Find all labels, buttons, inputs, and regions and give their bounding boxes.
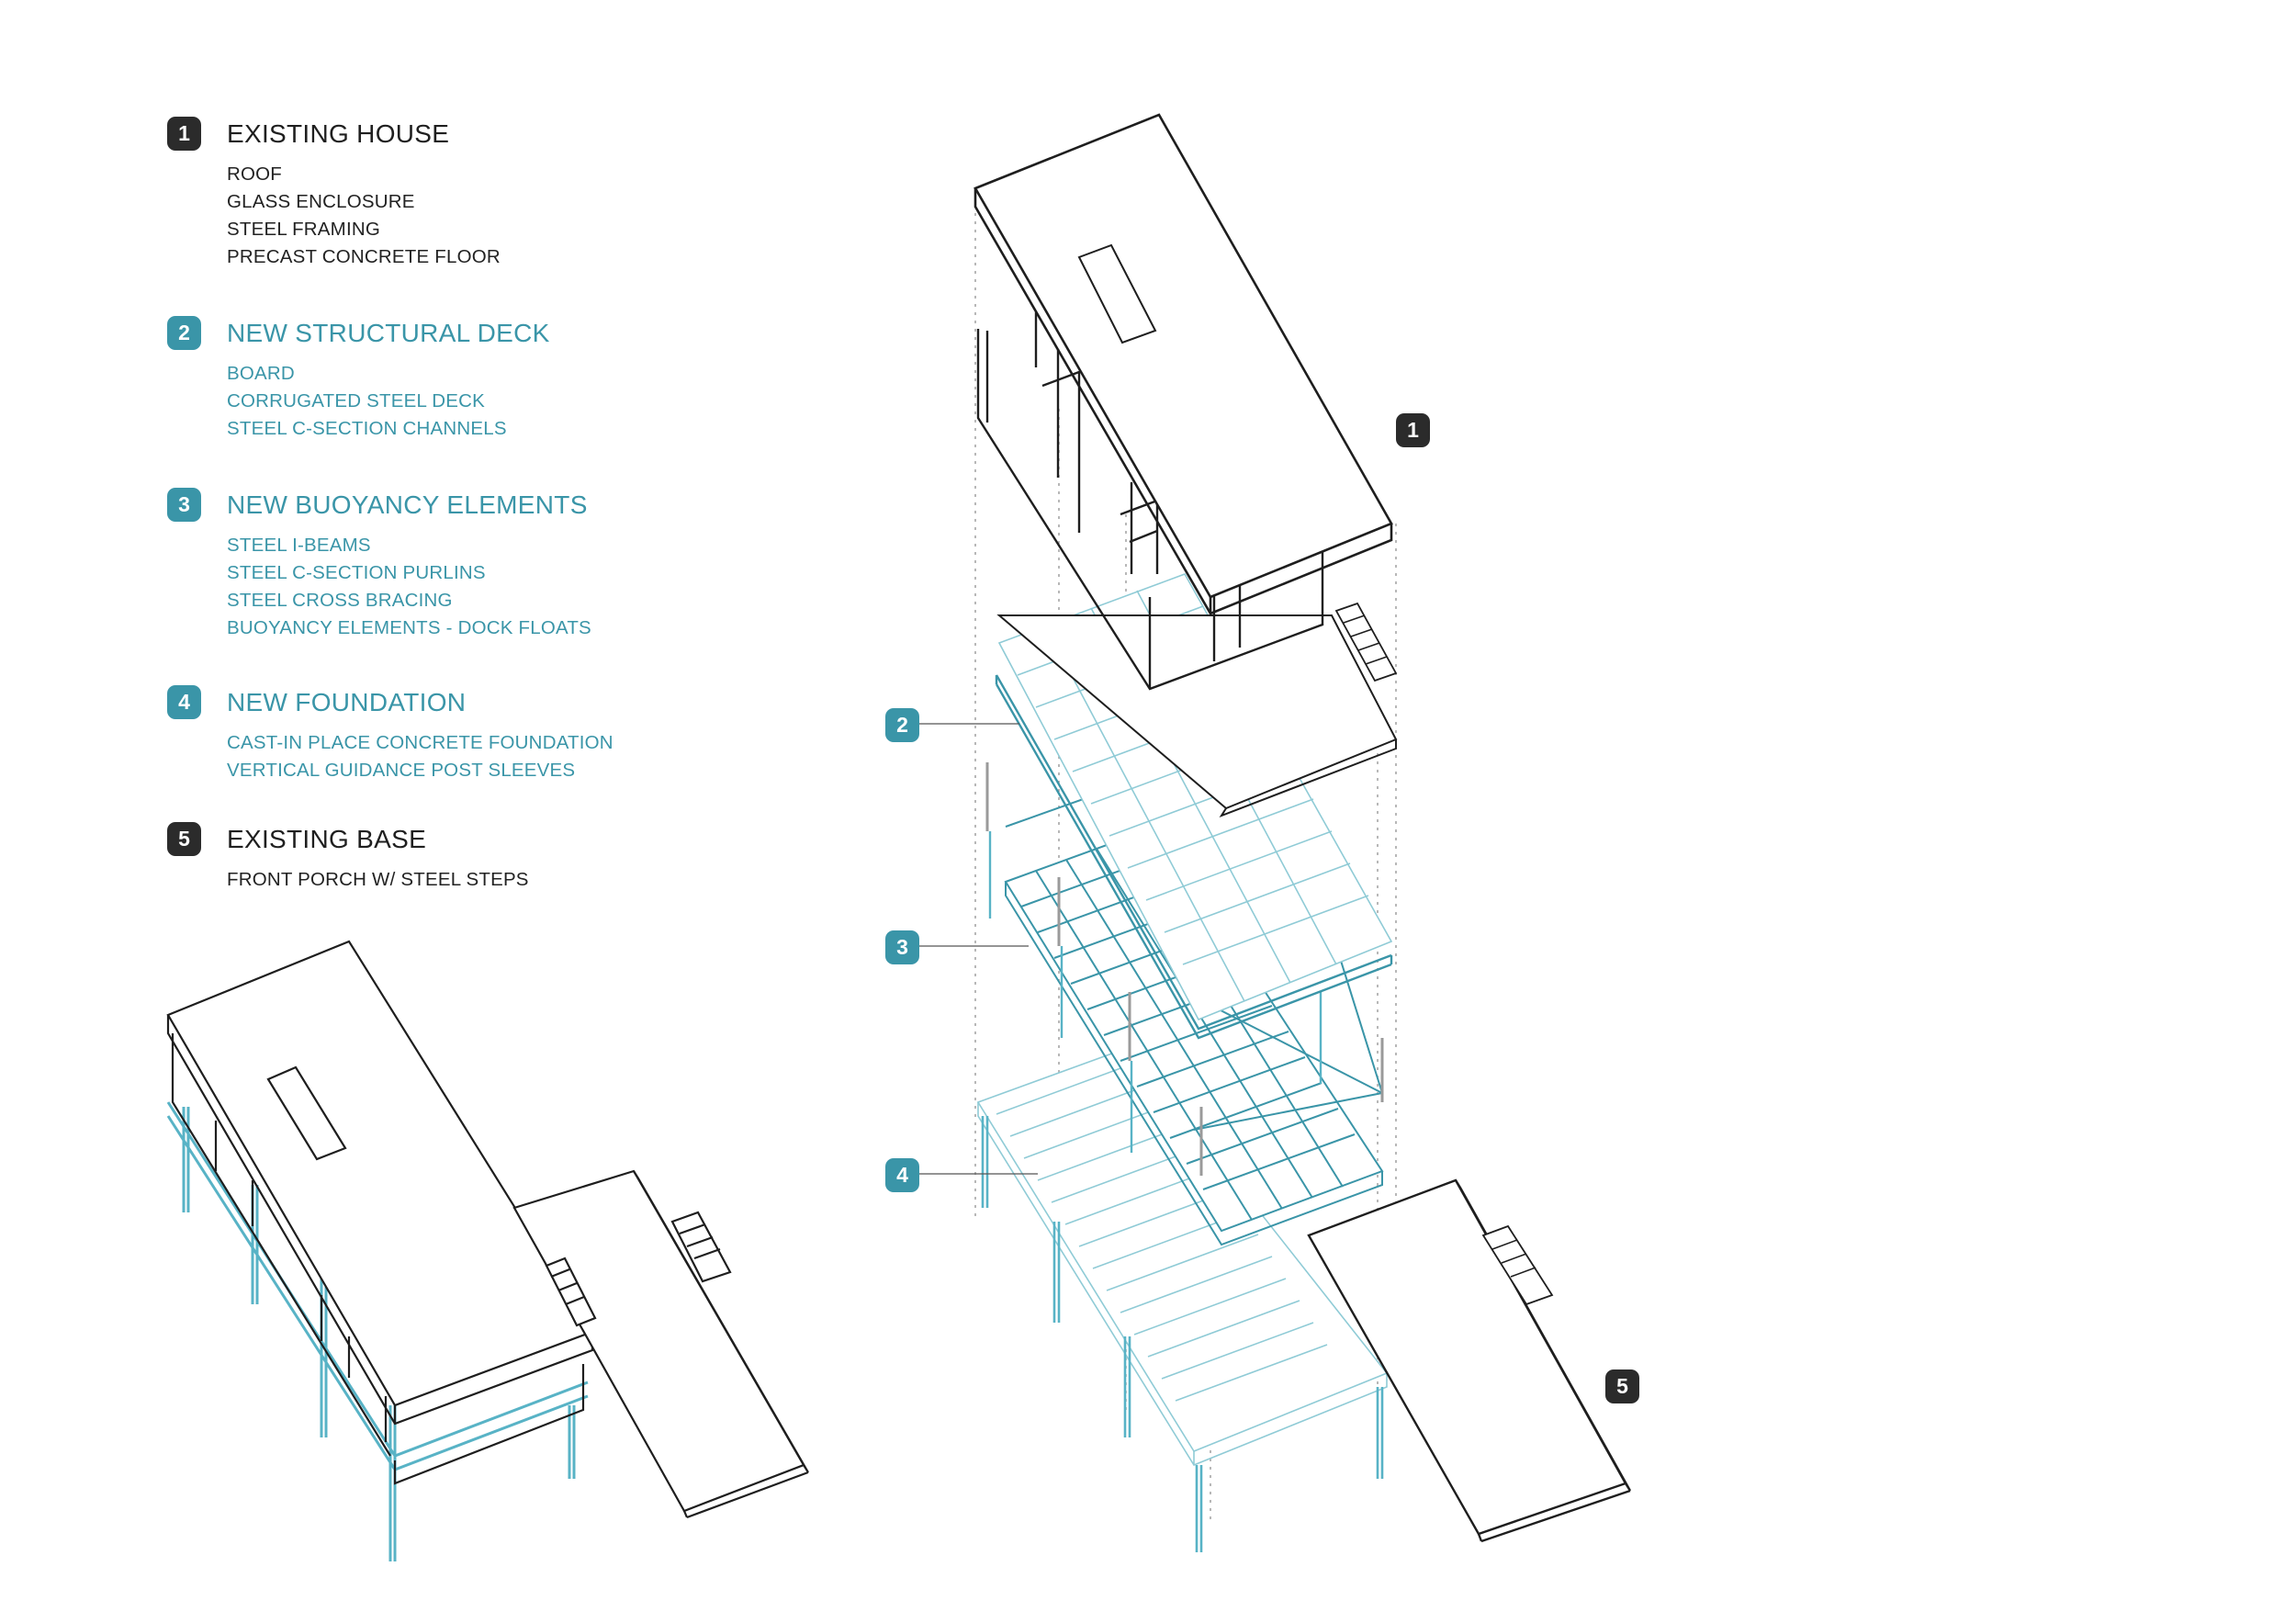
legend-item: CORRUGATED STEEL DECK bbox=[227, 390, 485, 411]
legend-badge-3: 3 bbox=[167, 488, 201, 522]
legend-title-new-buoyancy-elements: NEW BUOYANCY ELEMENTS bbox=[227, 490, 588, 519]
callout-2: 2 bbox=[885, 708, 919, 742]
layer-5-existing-base bbox=[1307, 1178, 1632, 1543]
legend-badge-5: 5 bbox=[167, 822, 201, 856]
legend-item: VERTICAL GUIDANCE POST SLEEVES bbox=[227, 760, 576, 781]
legend-items-1: ROOF GLASS ENCLOSURE STEEL FRAMING PRECA… bbox=[227, 161, 501, 271]
legend-item: STEEL CROSS BRACING bbox=[227, 590, 453, 611]
legend-item: ROOF bbox=[227, 163, 283, 185]
legend-item: PRECAST CONCRETE FLOOR bbox=[227, 246, 501, 267]
assembled-house bbox=[166, 940, 594, 1485]
legend-title-existing-house: EXISTING HOUSE bbox=[227, 119, 450, 148]
legend-items-2: BOARD CORRUGATED STEEL DECK STEEL C-SECT… bbox=[227, 360, 507, 443]
legend-item: GLASS ENCLOSURE bbox=[227, 191, 415, 212]
layer-1-existing-house bbox=[974, 113, 1398, 818]
legend-title-new-foundation: NEW FOUNDATION bbox=[227, 688, 467, 716]
legend-title-existing-base: EXISTING BASE bbox=[227, 825, 427, 853]
callout-1: 1 bbox=[1396, 413, 1430, 447]
legend-item: CAST-IN PLACE CONCRETE FOUNDATION bbox=[227, 732, 613, 753]
legend-item: BOARD bbox=[227, 363, 295, 384]
legend-item: STEEL I-BEAMS bbox=[227, 535, 371, 556]
callout-4: 4 bbox=[885, 1158, 919, 1192]
legend-item: STEEL FRAMING bbox=[227, 219, 381, 240]
legend-items-5: FRONT PORCH W/ STEEL STEPS bbox=[227, 866, 529, 894]
legend-item: FRONT PORCH W/ STEEL STEPS bbox=[227, 869, 529, 890]
buoyancy-posts bbox=[988, 831, 1322, 1153]
legend: 1 EXISTING HOUSE ROOF GLASS ENCLOSURE ST… bbox=[0, 0, 735, 919]
legend-title-new-structural-deck: NEW STRUCTURAL DECK bbox=[227, 319, 550, 347]
foundation-posts bbox=[981, 1116, 1384, 1552]
corrugated-deck-edge bbox=[995, 674, 1393, 1040]
legend-badge-4: 4 bbox=[167, 685, 201, 719]
legend-badge-1: 1 bbox=[167, 117, 201, 151]
guidance-post-sleeves bbox=[985, 762, 1384, 1176]
legend-item: STEEL C-SECTION PURLINS bbox=[227, 562, 486, 583]
legend-items-4: CAST-IN PLACE CONCRETE FOUNDATION VERTIC… bbox=[227, 729, 613, 784]
legend-badge-2: 2 bbox=[167, 316, 201, 350]
callout-leader-lines bbox=[918, 723, 1038, 1175]
callout-3: 3 bbox=[885, 930, 919, 964]
assembled-house-axon bbox=[166, 940, 809, 1561]
legend-item: BUOYANCY ELEMENTS - DOCK FLOATS bbox=[227, 617, 591, 638]
assembled-porch bbox=[512, 1169, 809, 1519]
legend-item: STEEL C-SECTION CHANNELS bbox=[227, 418, 507, 439]
callout-5: 5 bbox=[1605, 1369, 1639, 1403]
legend-items-3: STEEL I-BEAMS STEEL C-SECTION PURLINS ST… bbox=[227, 532, 591, 642]
